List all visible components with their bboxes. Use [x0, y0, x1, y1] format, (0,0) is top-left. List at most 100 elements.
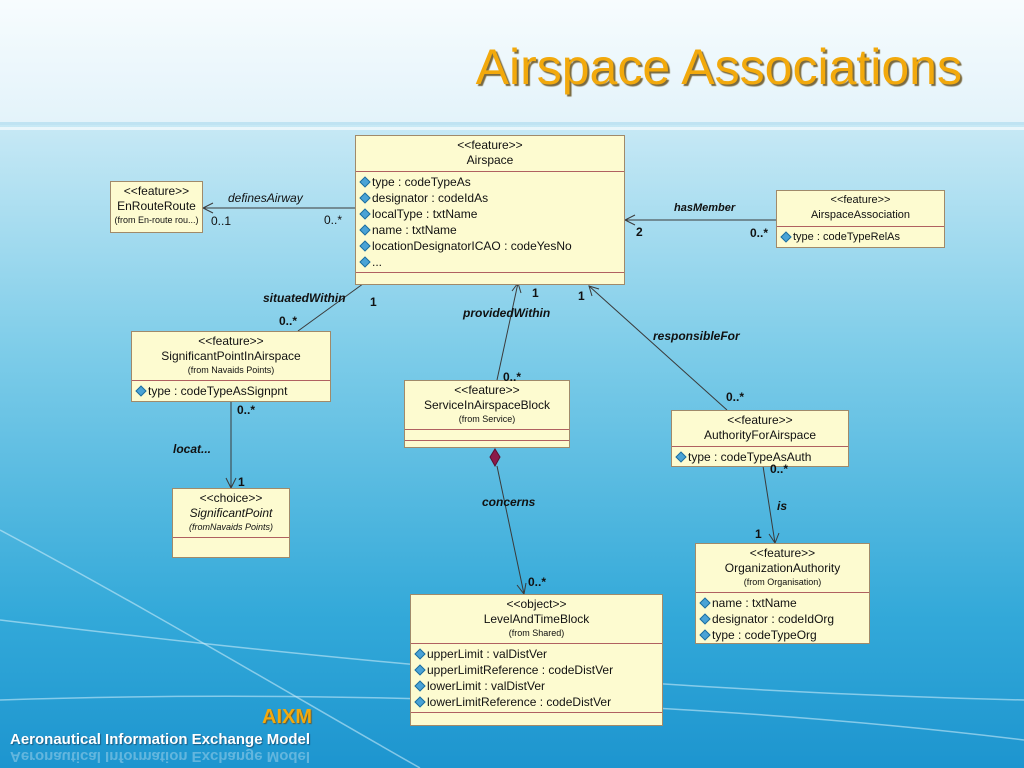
composition-diamond: [489, 448, 501, 468]
stereotype: <<feature>>: [454, 383, 520, 397]
class-level-and-time-block: <<object>> LevelAndTimeBlock (from Share…: [410, 594, 663, 726]
stereotype: <<feature>>: [830, 194, 891, 206]
class-authority-for-airspace: <<feature>> AuthorityForAirspace type : …: [671, 410, 849, 467]
stereotype: <<feature>>: [198, 334, 264, 348]
attribute-list: type : codeTypeAs designator : codeIdAs …: [356, 172, 624, 273]
class-name: SignificantPointInAirspace: [161, 349, 301, 363]
attribute-list: upperLimit : valDistVer upperLimitRefere…: [411, 644, 662, 713]
stereotype: <<feature>>: [457, 138, 523, 152]
attribute-icon: [699, 613, 711, 625]
attribute-text: designator : codeIdAs: [372, 191, 489, 205]
attribute-icon: [414, 680, 426, 692]
responsible-for-arrowhead: [588, 285, 600, 297]
attribute-row: name : txtName: [699, 595, 866, 611]
attribute-icon: [414, 664, 426, 676]
attribute-icon: [780, 230, 792, 243]
class-header: <<feature>> Airspace: [356, 136, 624, 172]
class-significant-point-in-airspace: <<feature>> SignificantPointInAirspace (…: [131, 331, 331, 402]
class-header: <<feature>> OrganizationAuthority (from …: [696, 544, 869, 593]
attribute-row: type : codeTypeAs: [359, 174, 621, 190]
multiplicity-has-member-target: 0..*: [750, 226, 769, 240]
class-name: OrganizationAuthority: [724, 561, 841, 575]
attribute-text: upperLimit : valDistVer: [427, 647, 548, 661]
class-header: <<choice>> SignificantPoint (fromNavaids…: [173, 489, 289, 538]
association-label-defines-airway: definesAirway: [228, 191, 303, 205]
attribute-icon: [699, 629, 711, 641]
association-label-responsible-for: responsibleFor: [653, 329, 740, 343]
package-origin: (from En-route rou...): [114, 215, 199, 225]
attribute-text: type : codeTypeAs: [372, 175, 471, 189]
association-label-concerns: concerns: [482, 495, 536, 509]
class-header: <<feature>> ServiceInAirspaceBlock (from…: [405, 381, 569, 430]
attribute-icon: [359, 192, 371, 204]
has-member-arrowhead: [623, 214, 636, 226]
attribute-row: designator : codeIdAs: [359, 190, 621, 206]
attribute-row: type : codeTypeRelAs: [780, 229, 941, 245]
defines-airway-arrowhead: [201, 202, 214, 214]
attribute-list: type : codeTypeAsAuth: [672, 447, 848, 466]
association-label-situated-within: situatedWithin: [263, 291, 346, 305]
class-name: AirspaceAssociation: [810, 209, 911, 221]
attribute-row: locationDesignatorICAO : codeYesNo: [359, 238, 621, 254]
multiplicity-situated-within-target: 0..*: [279, 314, 298, 328]
class-name: SignificantPoint: [189, 506, 273, 520]
attribute-list: name : txtName designator : codeIdOrg ty…: [696, 593, 869, 643]
attribute-row: ...: [359, 254, 621, 270]
association-label-is: is: [777, 499, 788, 513]
empty-attribute-compartment: [173, 538, 289, 548]
attribute-text: designator : codeIdOrg: [712, 612, 835, 626]
attribute-text: type : codeTypeRelAs: [793, 231, 901, 243]
concerns-line: [496, 465, 525, 595]
slide-title: Airspace Associations: [475, 39, 962, 95]
stereotype: <<feature>>: [123, 184, 190, 198]
attribute-icon: [359, 224, 371, 236]
concerns-arrowhead: [516, 582, 527, 596]
multiplicity-locat-target: 1: [238, 475, 245, 489]
package-origin: (from Organisation): [743, 577, 822, 587]
multiplicity-locat-source: 0..*: [237, 403, 256, 417]
attribute-text: upperLimitReference : codeDistVer: [427, 663, 614, 677]
attribute-text: name : txtName: [712, 596, 797, 610]
attribute-text: name : txtName: [372, 223, 457, 237]
package-origin: (from Shared): [508, 628, 565, 638]
class-airspace: <<feature>> Airspace type : codeTypeAs d…: [355, 135, 625, 285]
attribute-icon: [359, 208, 371, 220]
attribute-text: lowerLimit : valDistVer: [427, 679, 546, 693]
class-name: LevelAndTimeBlock: [483, 612, 590, 626]
footer-model-name: Aeronautical Information Exchange Model: [10, 731, 311, 748]
provided-within-line: [496, 282, 519, 381]
class-header: <<feature>> EnRouteRoute (from En-route …: [111, 182, 202, 230]
header-band: [0, 0, 1024, 122]
class-header: <<feature>> SignificantPointInAirspace (…: [132, 332, 330, 381]
attribute-text: type : codeTypeAsSignpnt: [148, 384, 288, 398]
association-lines: [201, 202, 780, 596]
attribute-row: type : codeTypeOrg: [699, 627, 866, 643]
attribute-text: locationDesignatorICAO : codeYesNo: [372, 239, 572, 253]
attribute-row: lowerLimit : valDistVer: [414, 678, 659, 694]
class-name: EnRouteRoute: [117, 199, 196, 213]
package-origin: (fromNavaids Points): [188, 522, 274, 532]
attribute-list: type : codeTypeRelAs: [777, 227, 944, 247]
attribute-row: designator : codeIdOrg: [699, 611, 866, 627]
multiplicity-provided-within-target: 0..*: [503, 370, 522, 384]
stereotype: <<feature>>: [727, 413, 793, 427]
empty-attribute-compartment: [405, 430, 569, 441]
class-enroute-route: <<feature>> EnRouteRoute (from En-route …: [110, 181, 203, 233]
attribute-icon: [359, 176, 371, 188]
attribute-icon: [675, 451, 687, 463]
attribute-text: type : codeTypeAsAuth: [688, 450, 812, 464]
class-organization-authority: <<feature>> OrganizationAuthority (from …: [695, 543, 870, 644]
header-divider-light: [0, 127, 1024, 130]
stereotype: <<choice>>: [199, 491, 263, 505]
multiplicity-is-target: 1: [755, 527, 762, 541]
attribute-row: upperLimit : valDistVer: [414, 646, 659, 662]
attribute-list: type : codeTypeAsSignpnt: [132, 381, 330, 401]
attribute-icon: [135, 385, 147, 397]
header-divider: [0, 122, 1024, 125]
multiplicity-has-member-source: 2: [636, 225, 643, 239]
attribute-text: ...: [372, 255, 383, 269]
class-header: <<object>> LevelAndTimeBlock (from Share…: [411, 595, 662, 644]
attribute-row: name : txtName: [359, 222, 621, 238]
class-airspace-association: <<feature>> AirspaceAssociation type : c…: [776, 190, 945, 248]
multiplicity-provided-within-source: 1: [532, 286, 539, 300]
